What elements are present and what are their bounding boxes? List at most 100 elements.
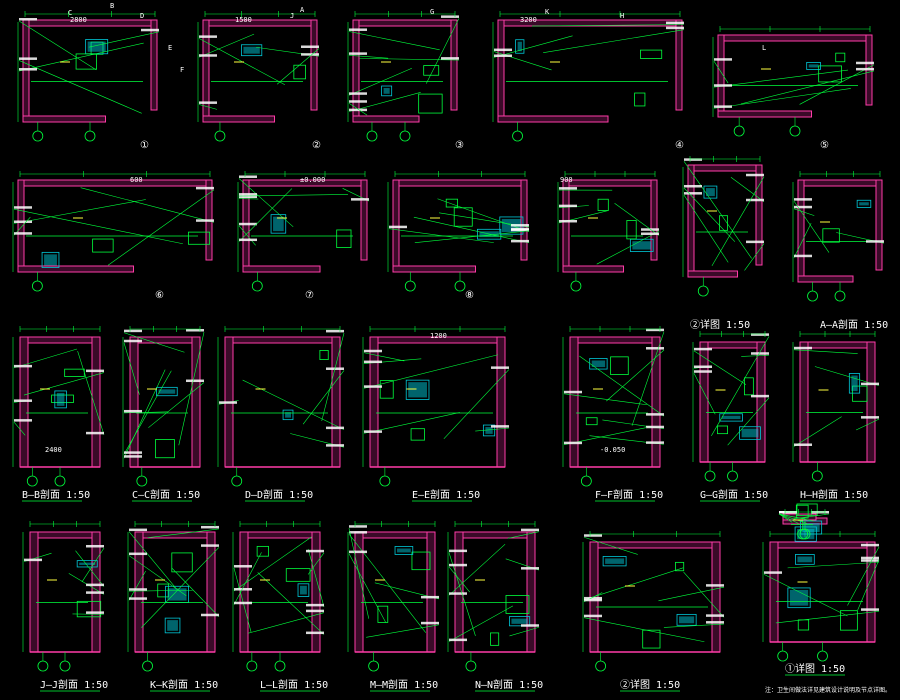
note-text-block (559, 219, 577, 223)
wall (29, 531, 39, 653)
leader-line (448, 566, 470, 593)
fixture-fill (300, 585, 307, 595)
wall (22, 19, 158, 27)
fixture (640, 49, 663, 59)
note-text-block (641, 228, 659, 231)
fixture (319, 350, 329, 360)
leader-line (13, 348, 78, 369)
note-text-block (364, 385, 382, 388)
dimension-label: 2400 (45, 446, 62, 454)
fixture (270, 214, 287, 234)
note-text-block (494, 54, 512, 57)
leader-line (663, 623, 725, 628)
note-text-block (19, 18, 37, 21)
fixture (76, 560, 98, 568)
axis-letter: H (620, 12, 624, 20)
leader-line (775, 611, 880, 624)
note-text-block (449, 563, 467, 567)
fixture-fill (167, 588, 187, 601)
fixture-fill (632, 241, 652, 250)
leader-line (77, 350, 105, 435)
wall (450, 19, 458, 111)
wall (717, 110, 812, 118)
note-text-block (861, 416, 879, 419)
note-text-block (196, 186, 214, 190)
leader-line (128, 531, 178, 590)
note-text-block (449, 638, 467, 642)
fixture (187, 231, 211, 245)
caption-row4-1: K—K剖面 1:50 (150, 678, 218, 691)
fixture-fill (158, 389, 176, 394)
axis-bubble (404, 280, 416, 292)
note-text-block (794, 205, 812, 209)
leader-line (683, 187, 736, 242)
axis-letter: E (168, 44, 172, 52)
note-text-block (349, 525, 367, 528)
leader-line (238, 225, 256, 246)
leader-line (178, 331, 205, 446)
note-text-block (866, 240, 884, 243)
leader-line (730, 177, 765, 203)
detail-panel-r2-1 (237, 171, 370, 292)
axis-bubble (777, 650, 789, 662)
note-text-block (306, 549, 324, 553)
fixture (418, 93, 443, 114)
note-text-block (746, 240, 764, 244)
caption-row3-6: H—H剖面 1:50 (800, 488, 868, 501)
caption-row1-1: ② (312, 140, 321, 151)
dimension-label: 1200 (430, 332, 447, 340)
note-text-block (129, 528, 147, 532)
note-text-block (14, 419, 32, 422)
note-text-block (421, 621, 439, 625)
note-text-block (124, 451, 142, 454)
detail-panel-r2-4 (682, 156, 765, 297)
detail-panel-r1-1 (197, 11, 320, 142)
wall (651, 336, 661, 468)
caption-row3-5: G—G剖面 1:50 (700, 488, 768, 501)
leader-line (348, 533, 427, 633)
note-text-block (86, 369, 104, 373)
note-text-block (751, 352, 769, 355)
wall (360, 179, 368, 261)
axis-bubble (214, 130, 226, 142)
leader-line (814, 366, 880, 386)
note-text-block (364, 430, 382, 433)
note-text-block (239, 238, 257, 242)
wall (717, 34, 873, 42)
leader-line (363, 412, 460, 434)
fixture (822, 228, 840, 243)
note-text-block (24, 558, 42, 562)
wall (150, 19, 158, 111)
fixture (285, 568, 311, 582)
dimension-label: ±0.000 (300, 176, 325, 184)
note-text-block (751, 394, 769, 398)
note-text-block (86, 591, 104, 594)
leader-line (13, 421, 26, 436)
note-text-block (301, 53, 319, 56)
wall (797, 275, 854, 283)
leader-line (448, 543, 506, 596)
axis-bubble (811, 470, 823, 482)
leader-line (348, 92, 421, 112)
fixture-fill (87, 41, 106, 52)
leader-line (475, 427, 510, 432)
wall (17, 265, 134, 273)
leader-line (198, 104, 218, 110)
note-text-block (861, 382, 879, 386)
axis-bubble (727, 470, 738, 482)
note-text-block (349, 92, 367, 95)
leader-line (448, 552, 476, 636)
leader-line (233, 536, 312, 592)
axis-bubble (231, 475, 243, 487)
fixture-fill (44, 254, 57, 266)
wall (91, 336, 101, 468)
wall (17, 179, 213, 187)
fixture (490, 632, 500, 646)
note-text-block (351, 198, 369, 201)
dimension-label: 1500 (235, 16, 252, 24)
fixture-fill (285, 412, 291, 418)
leader-line (713, 88, 851, 109)
wall (756, 341, 766, 463)
wall (202, 19, 318, 27)
note-text-block (449, 592, 467, 595)
